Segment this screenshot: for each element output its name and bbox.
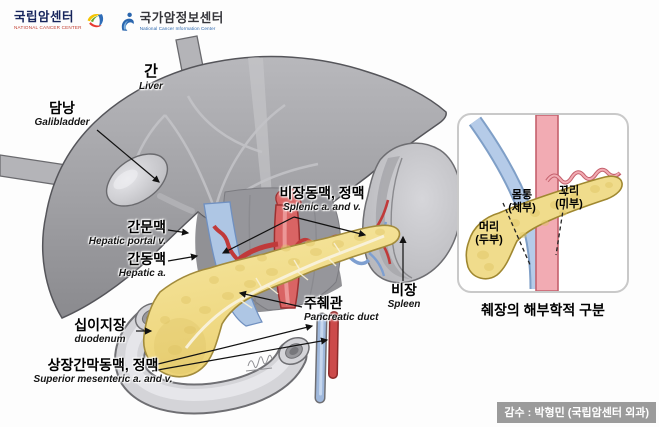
- leader-splenic-right: [293, 216, 367, 238]
- header-logos: 국립암센터 NATIONAL CANCER CENTER 국가암정보센터 Nat…: [14, 11, 224, 33]
- gallbladder-shape: [105, 153, 195, 214]
- label-duodenum-kr: 십이지장: [74, 317, 126, 333]
- ncc-logo: 국립암센터 NATIONAL CANCER CENTER: [14, 11, 105, 30]
- label-spleen-kr: 비장: [391, 282, 417, 298]
- label-duodenum: 십이지장 duodenum: [74, 317, 126, 346]
- label-splenic-en: Splenic a. and v.: [283, 201, 361, 213]
- reviewer-credit-badge: 감수 : 박형민 (국립암센터 외과): [497, 402, 656, 423]
- label-liver: 간 Liver: [139, 63, 163, 93]
- leader-portal: [167, 228, 190, 236]
- leader-splenic-left: [221, 216, 295, 254]
- label-hepatic-portal: 간문맥 Hepatic portal v.: [66, 219, 166, 248]
- artist-signature: [245, 354, 273, 372]
- leader-gallbladder: [96, 129, 160, 183]
- leader-smv: [149, 323, 314, 367]
- ncc-swoosh-icon: [87, 14, 103, 28]
- pancreatic-duct-line: [184, 234, 385, 349]
- label-sup-mes-en: Superior mesenteric a. and v.: [33, 373, 173, 385]
- ncc-logo-subtitle: NATIONAL CANCER CENTER: [14, 24, 82, 30]
- inset-label-tail: 꼬리 (미부): [555, 185, 583, 211]
- ncic-person-icon: [121, 12, 134, 31]
- inset-illustration: [465, 115, 623, 291]
- label-sup-mes-kr: 상장간막동맥, 정맥: [47, 357, 159, 373]
- label-splenic-kr: 비장동맥, 정맥: [279, 185, 365, 201]
- ncic-logo: 국가암정보센터 National Cancer Information Cent…: [119, 11, 224, 33]
- inset-body-line1: 몸통: [511, 189, 533, 201]
- label-hepatic-portal-en: Hepatic portal v.: [88, 235, 166, 247]
- inset-body-line2: (체부): [508, 201, 536, 214]
- inset-tail-line1: 꼬리: [558, 185, 580, 197]
- label-liver-en: Liver: [139, 80, 163, 92]
- label-gallbladder: 담낭 Galibladder: [34, 100, 90, 129]
- leader-sma: [151, 337, 329, 372]
- inset-label-head: 머리 (두부): [475, 221, 503, 247]
- pancreas-shape: [142, 224, 401, 378]
- label-hepatic-artery-en: Hepatic a.: [118, 267, 166, 279]
- superior-mesenteric-vein-shape: [314, 312, 328, 404]
- label-superior-mesenteric: 상장간막동맥, 정맥 Superior mesenteric a. and v.: [33, 357, 173, 386]
- inset-pancreas: [465, 175, 623, 280]
- label-gallbladder-en: Galibladder: [34, 116, 90, 128]
- label-splenic-vessels: 비장동맥, 정맥 Splenic a. and v.: [279, 185, 365, 214]
- inset-tail-line2: (미부): [555, 197, 583, 210]
- inset-head-line1: 머리: [478, 221, 500, 233]
- label-pancreatic-duct-kr: 주췌관: [304, 295, 343, 311]
- label-gallbladder-kr: 담낭: [49, 100, 75, 116]
- ncic-logo-subtitle: National Cancer Information Center: [139, 25, 216, 31]
- leader-lines: [96, 129, 407, 372]
- leader-hepatic-artery: [167, 253, 199, 262]
- label-pancreatic-duct-en: Pancreatic duct: [304, 311, 379, 323]
- label-pancreatic-duct: 주췌관 Pancreatic duct: [304, 295, 379, 324]
- label-spleen-en: Spleen: [387, 298, 421, 310]
- label-duodenum-en: duodenum: [74, 333, 126, 345]
- label-spleen: 비장 Spleen: [387, 282, 421, 311]
- ncc-logo-title: 국립암센터: [14, 10, 75, 24]
- inset-division-lines: [502, 184, 568, 268]
- inset-caption: 췌장의 해부학적 구분: [481, 302, 605, 318]
- pancreas-regions-inset: [457, 113, 629, 293]
- label-hepatic-artery: 간동맥 Hepatic a.: [66, 251, 166, 280]
- inset-head-line2: (두부): [475, 233, 503, 246]
- superior-mesenteric-artery-shape: [328, 311, 339, 379]
- inset-label-body: 몸통 (체부): [508, 189, 536, 215]
- leader-duct: [238, 290, 303, 308]
- label-hepatic-artery-kr: 간동맥: [127, 251, 166, 267]
- label-liver-kr: 간: [144, 63, 158, 80]
- ncic-logo-title: 국가암정보센터: [139, 11, 224, 26]
- label-hepatic-portal-kr: 간문맥: [127, 219, 166, 235]
